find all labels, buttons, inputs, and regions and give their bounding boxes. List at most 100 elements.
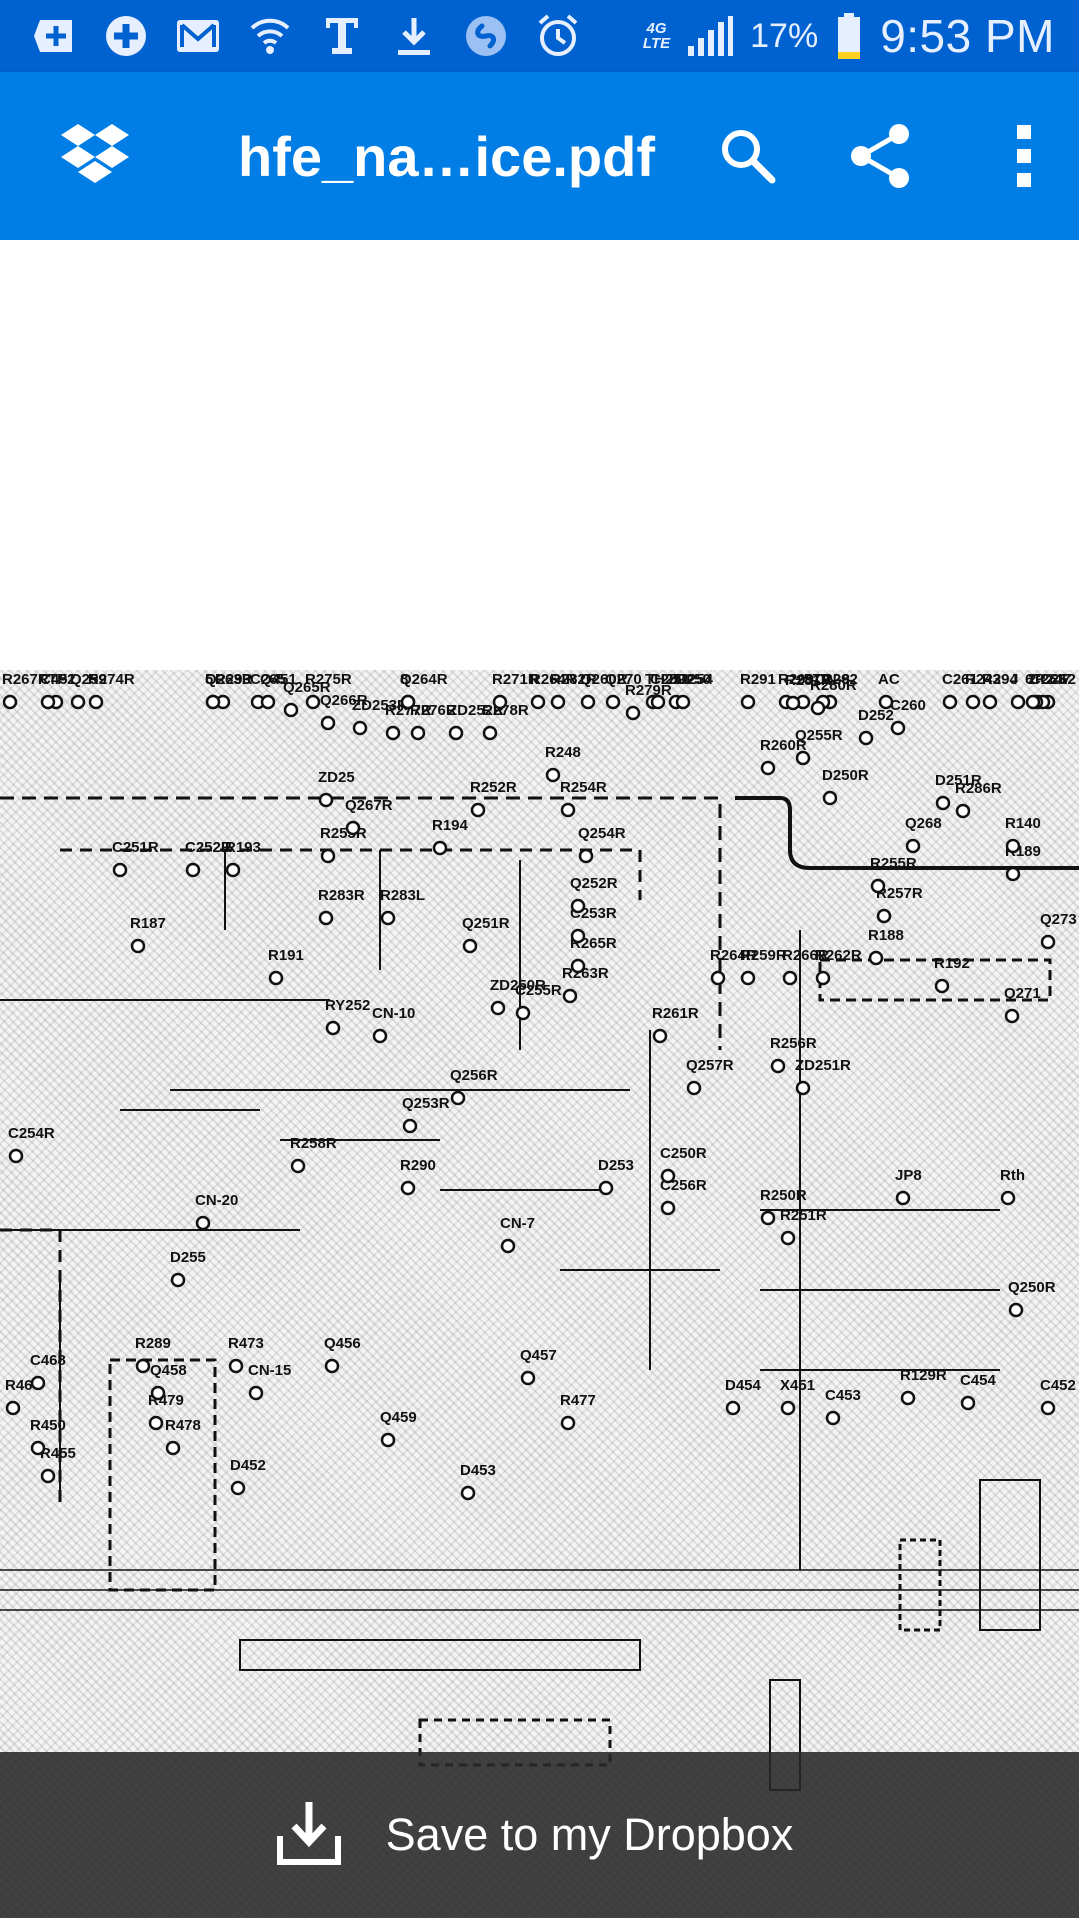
solder-pad — [795, 1080, 811, 1096]
solder-pad — [782, 970, 798, 986]
component-label: R252R — [470, 779, 517, 796]
component-label: R286R — [955, 780, 1002, 797]
solder-pad — [520, 1370, 536, 1386]
component-label: Q270 — [605, 671, 642, 688]
solder-pad — [562, 988, 578, 1004]
component-label: Q271 — [1004, 985, 1041, 1002]
component-label: R251R — [780, 1207, 827, 1224]
component-label: R271R — [492, 671, 539, 688]
solder-pad — [625, 705, 641, 721]
component-label: CN-20 — [195, 1192, 238, 1209]
component-label: R299 — [778, 671, 814, 688]
more-vert-icon[interactable] — [986, 118, 1062, 194]
solder-pad — [135, 1358, 151, 1374]
component-label: ZD25 — [318, 769, 355, 786]
component-label: R478 — [165, 1417, 201, 1434]
component-label: R283L — [380, 887, 425, 904]
solder-pad — [70, 694, 86, 710]
component-label: R261R — [652, 1005, 699, 1022]
component-label: Q259 — [70, 671, 107, 688]
component-label: R477 — [560, 1392, 596, 1409]
solder-pad — [760, 760, 776, 776]
network-type-indicator: 4G LTE — [643, 21, 670, 51]
solder-pad — [320, 848, 336, 864]
solder-pad — [30, 1440, 46, 1456]
component-label: JP8 — [895, 1167, 922, 1184]
component-label: R256R — [770, 1035, 817, 1052]
component-label: C451 — [40, 671, 76, 688]
solder-pad — [570, 928, 586, 944]
component-label: D251R — [935, 772, 982, 789]
battery-percent: 17% — [750, 16, 819, 55]
solder-pad — [675, 694, 691, 710]
solder-pad — [868, 950, 884, 966]
component-label: R191 — [268, 947, 304, 964]
component-label: +57V — [795, 671, 830, 688]
component-label: Q251R — [462, 915, 510, 932]
component-label: R473 — [228, 1335, 264, 1352]
solder-pad — [1000, 1190, 1016, 1206]
solder-pad — [432, 840, 448, 856]
component-label: Q451 — [260, 671, 297, 688]
component-label: C265 — [250, 671, 286, 688]
network-top-label: 4G — [646, 20, 667, 37]
solder-pad — [780, 1230, 796, 1246]
share-icon[interactable] — [842, 118, 918, 194]
component-label: 2 — [1028, 671, 1036, 688]
solder-pad — [40, 1468, 56, 1484]
component-label: R264R — [710, 947, 757, 964]
component-label: R275R — [305, 671, 352, 688]
component-label: R450 — [30, 1417, 66, 1434]
shazam-icon — [462, 12, 510, 60]
network-bottom-label: LTE — [642, 35, 671, 52]
solder-pad — [890, 720, 906, 736]
solder-pad — [900, 1390, 916, 1406]
solder-pad — [148, 1415, 164, 1431]
solder-pad — [402, 1118, 418, 1134]
solder-pad — [248, 1385, 264, 1401]
component-label: R187 — [130, 915, 166, 932]
solder-pad — [165, 1440, 181, 1456]
solder-pad — [385, 725, 401, 741]
dropbox-logo-icon[interactable] — [58, 124, 132, 188]
component-label: R276R — [410, 702, 457, 719]
solder-pad — [228, 1358, 244, 1374]
solder-pad — [870, 878, 886, 894]
search-icon[interactable] — [710, 118, 786, 194]
component-label: R274R — [88, 671, 135, 688]
component-label: R258R — [290, 1135, 337, 1152]
wifi-icon — [246, 12, 294, 60]
solder-pad — [598, 1180, 614, 1196]
solder-pad — [500, 1238, 516, 1254]
solder-pad — [230, 1480, 246, 1496]
component-label: CN-10 — [372, 1005, 415, 1022]
component-label: Q266R — [320, 692, 368, 709]
t-mobile-icon — [318, 12, 366, 60]
component-label: CN-8 — [815, 671, 850, 688]
component-label: R293 — [215, 671, 251, 688]
component-label: ZD252R — [448, 702, 504, 719]
solder-pad — [170, 1272, 186, 1288]
component-label: RY252 — [325, 997, 370, 1014]
solder-pad — [112, 862, 128, 878]
solder-pad — [380, 1432, 396, 1448]
solder-pad — [1005, 866, 1021, 882]
component-label: U250 — [675, 671, 711, 688]
component-label: ZD254 — [668, 671, 714, 688]
alarm-icon — [534, 12, 582, 60]
component-label: Q459 — [380, 1409, 417, 1426]
solder-pad — [325, 1020, 341, 1036]
signal-icon — [686, 12, 734, 60]
battery-icon — [834, 12, 864, 60]
solder-pad — [1040, 934, 1056, 950]
save-to-dropbox-button[interactable]: Save to my Dropbox — [0, 1752, 1079, 1918]
solder-pad — [740, 694, 756, 710]
solder-pad — [960, 1395, 976, 1411]
solder-pad — [345, 820, 361, 836]
solder-pad — [470, 802, 486, 818]
solder-pad — [650, 694, 666, 710]
component-label: C250R — [660, 1145, 707, 1162]
component-label: C251R — [112, 839, 159, 856]
